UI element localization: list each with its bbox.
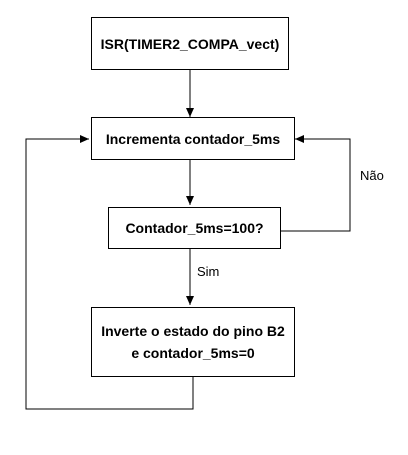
- node-decision: Contador_5ms=100?: [108, 207, 281, 249]
- node-increment-text: Incrementa contador_5ms: [105, 130, 281, 147]
- node-isr: ISR(TIMER2_COMPA_vect): [91, 17, 289, 70]
- node-isr-text: ISR(TIMER2_COMPA_vect): [100, 35, 280, 52]
- edge-label-no: Não: [360, 168, 384, 183]
- edge-label-yes: Sim: [197, 264, 220, 279]
- edge-decision-no-loop: [281, 135, 351, 232]
- node-increment: Incrementa contador_5ms: [91, 117, 295, 160]
- node-invert-line-2: e contador_5ms=0: [131, 345, 255, 361]
- node-decision-text: Contador_5ms=100?: [125, 220, 264, 236]
- edge-invert-loop: [25, 135, 194, 410]
- node-invert: Inverte o estado do pino B2 e contador_5…: [91, 307, 295, 377]
- node-invert-line-1: Inverte o estado do pino B2: [101, 323, 285, 339]
